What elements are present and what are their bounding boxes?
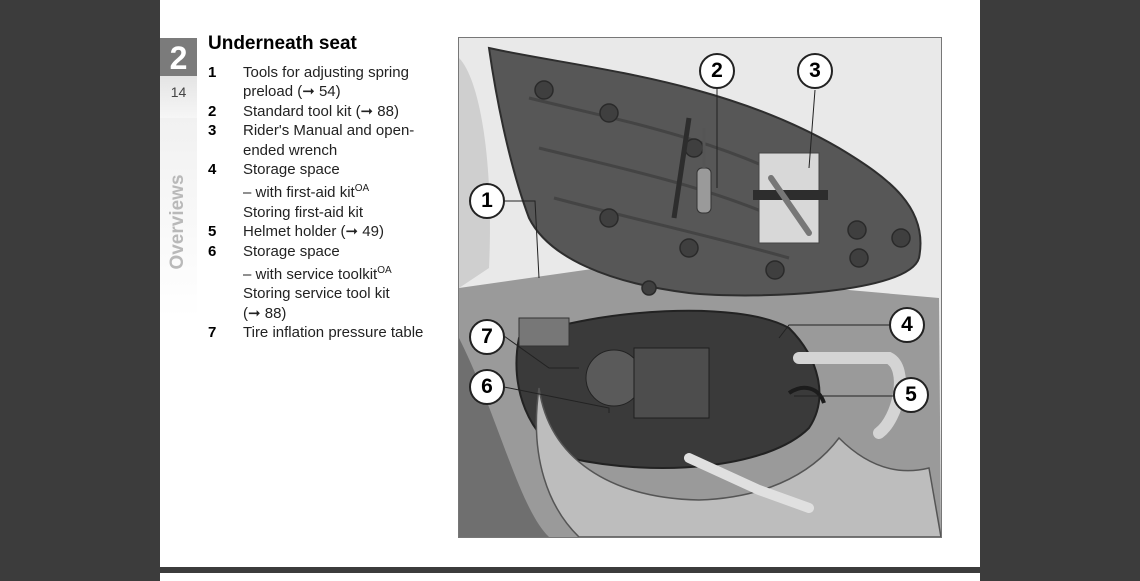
legend-line: Storage space — [243, 243, 340, 260]
legend-number: 6 — [208, 242, 243, 324]
legend-line: – with first-aid kit — [243, 184, 355, 201]
callout-7: 7 — [469, 319, 505, 355]
callout-label: 2 — [711, 59, 723, 82]
callout-3: 3 — [797, 53, 833, 89]
callout-label: 6 — [481, 375, 493, 398]
legend-line: Standard tool kit (➞ 88) — [243, 103, 399, 120]
option-superscript: OA — [377, 265, 391, 276]
legend-number: 2 — [208, 102, 243, 121]
callout-4: 4 — [889, 307, 925, 343]
legend-line: Helmet holder (➞ 49) — [243, 223, 384, 240]
legend-line: preload (➞ 54) — [243, 83, 341, 100]
callout-label: 7 — [481, 325, 493, 348]
legend-text: Tools for adjusting spring preload (➞ 54… — [243, 63, 453, 102]
legend-line: Tire inflation pressure table — [243, 324, 423, 341]
legend-number: 4 — [208, 160, 243, 222]
legend-item: 1 Tools for adjusting spring preload (➞ … — [208, 63, 453, 102]
callout-5: 5 — [893, 377, 929, 413]
callout-2: 2 — [699, 53, 735, 89]
callout-6: 6 — [469, 369, 505, 405]
section-tab-label: Overviews — [167, 174, 189, 269]
legend-text: Helmet holder (➞ 49) — [243, 222, 453, 241]
legend-line: Rider's Manual and open- — [243, 122, 414, 139]
legend-number: 1 — [208, 63, 243, 102]
legend-line: Storing service tool kit — [243, 285, 390, 302]
legend-number: 5 — [208, 222, 243, 241]
callout-label: 4 — [901, 313, 913, 336]
legend-item: 2 Standard tool kit (➞ 88) — [208, 102, 453, 121]
legend-line: Tools for adjusting spring — [243, 64, 409, 81]
legend-item: 6 Storage space – with service toolkitOA… — [208, 242, 453, 324]
legend-line: – with service toolkit — [243, 266, 377, 283]
callout-1: 1 — [469, 183, 505, 219]
legend-item: 3 Rider's Manual and open- ended wrench — [208, 121, 453, 160]
legend-line: Storing first-aid kit — [243, 204, 363, 221]
callout-layer: 1 2 3 4 5 6 7 — [458, 37, 940, 536]
legend-number: 7 — [208, 323, 243, 342]
legend-number: 3 — [208, 121, 243, 160]
chapter-number: 2 — [160, 38, 197, 76]
legend-text: Storage space – with first-aid kitOA Sto… — [243, 160, 453, 222]
callout-label: 3 — [809, 59, 821, 82]
legend-text: Storage space – with service toolkitOA S… — [243, 242, 453, 324]
callout-label: 1 — [481, 189, 493, 212]
callout-label: 5 — [905, 383, 917, 406]
legend-item: 7 Tire inflation pressure table — [208, 323, 453, 342]
legend-text: Standard tool kit (➞ 88) — [243, 102, 453, 121]
section-title: Underneath seat — [208, 33, 357, 55]
legend-text: Tire inflation pressure table — [243, 323, 453, 342]
legend-line: ended wrench — [243, 142, 337, 159]
legend-item: 5 Helmet holder (➞ 49) — [208, 222, 453, 241]
parts-legend: 1 Tools for adjusting spring preload (➞ … — [208, 63, 453, 343]
page-number: 14 — [160, 84, 197, 100]
option-superscript: OA — [355, 183, 369, 194]
legend-item: 4 Storage space – with first-aid kitOA S… — [208, 160, 453, 222]
legend-text: Rider's Manual and open- ended wrench — [243, 121, 453, 160]
legend-line: (➞ 88) — [243, 305, 286, 322]
next-page-edge — [160, 573, 980, 581]
legend-line: Storage space — [243, 161, 340, 178]
